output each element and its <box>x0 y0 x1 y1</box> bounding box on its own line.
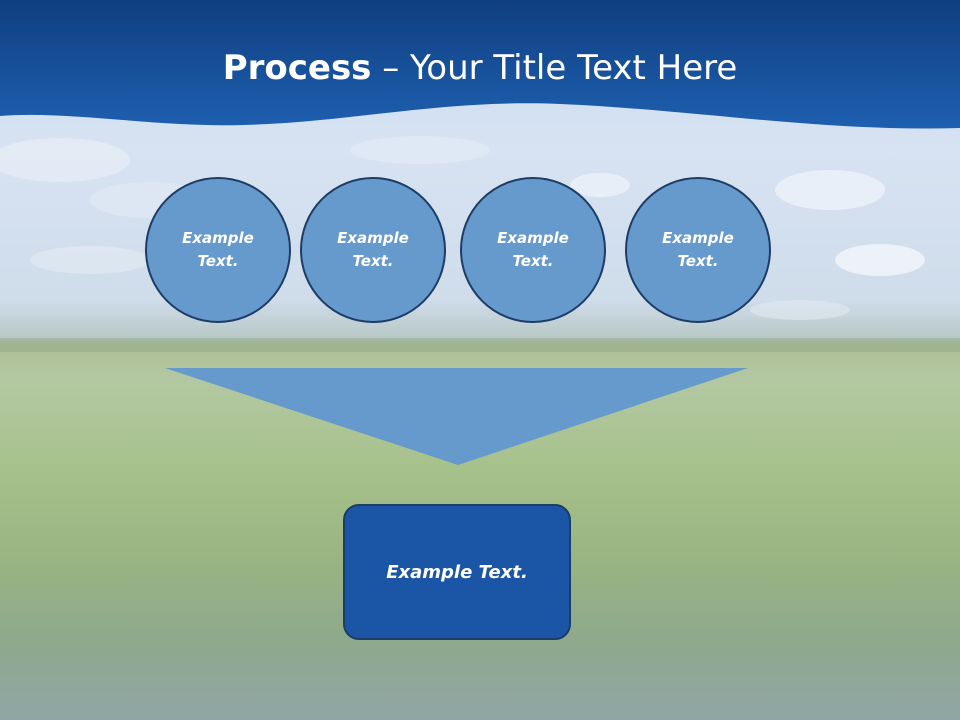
title-rest: – Your Title Text Here <box>371 48 738 88</box>
slide-title: Process – Your Title Text Here <box>0 48 960 88</box>
process-step-3-label: Example Text. <box>497 229 569 270</box>
process-step-2: Example Text. <box>300 177 446 323</box>
process-step-4: Example Text. <box>625 177 771 323</box>
process-step-3: Example Text. <box>460 177 606 323</box>
result-box: Example Text. <box>343 504 571 640</box>
process-step-2-label: Example Text. <box>337 229 409 270</box>
process-step-1: Example Text. <box>145 177 291 323</box>
result-box-label: Example Text. <box>386 561 528 583</box>
title-bold: Process <box>222 48 372 88</box>
process-step-1-label: Example Text. <box>182 229 254 270</box>
process-step-4-label: Example Text. <box>662 229 734 270</box>
funnel-arrow <box>165 368 748 465</box>
header-band <box>0 0 960 129</box>
